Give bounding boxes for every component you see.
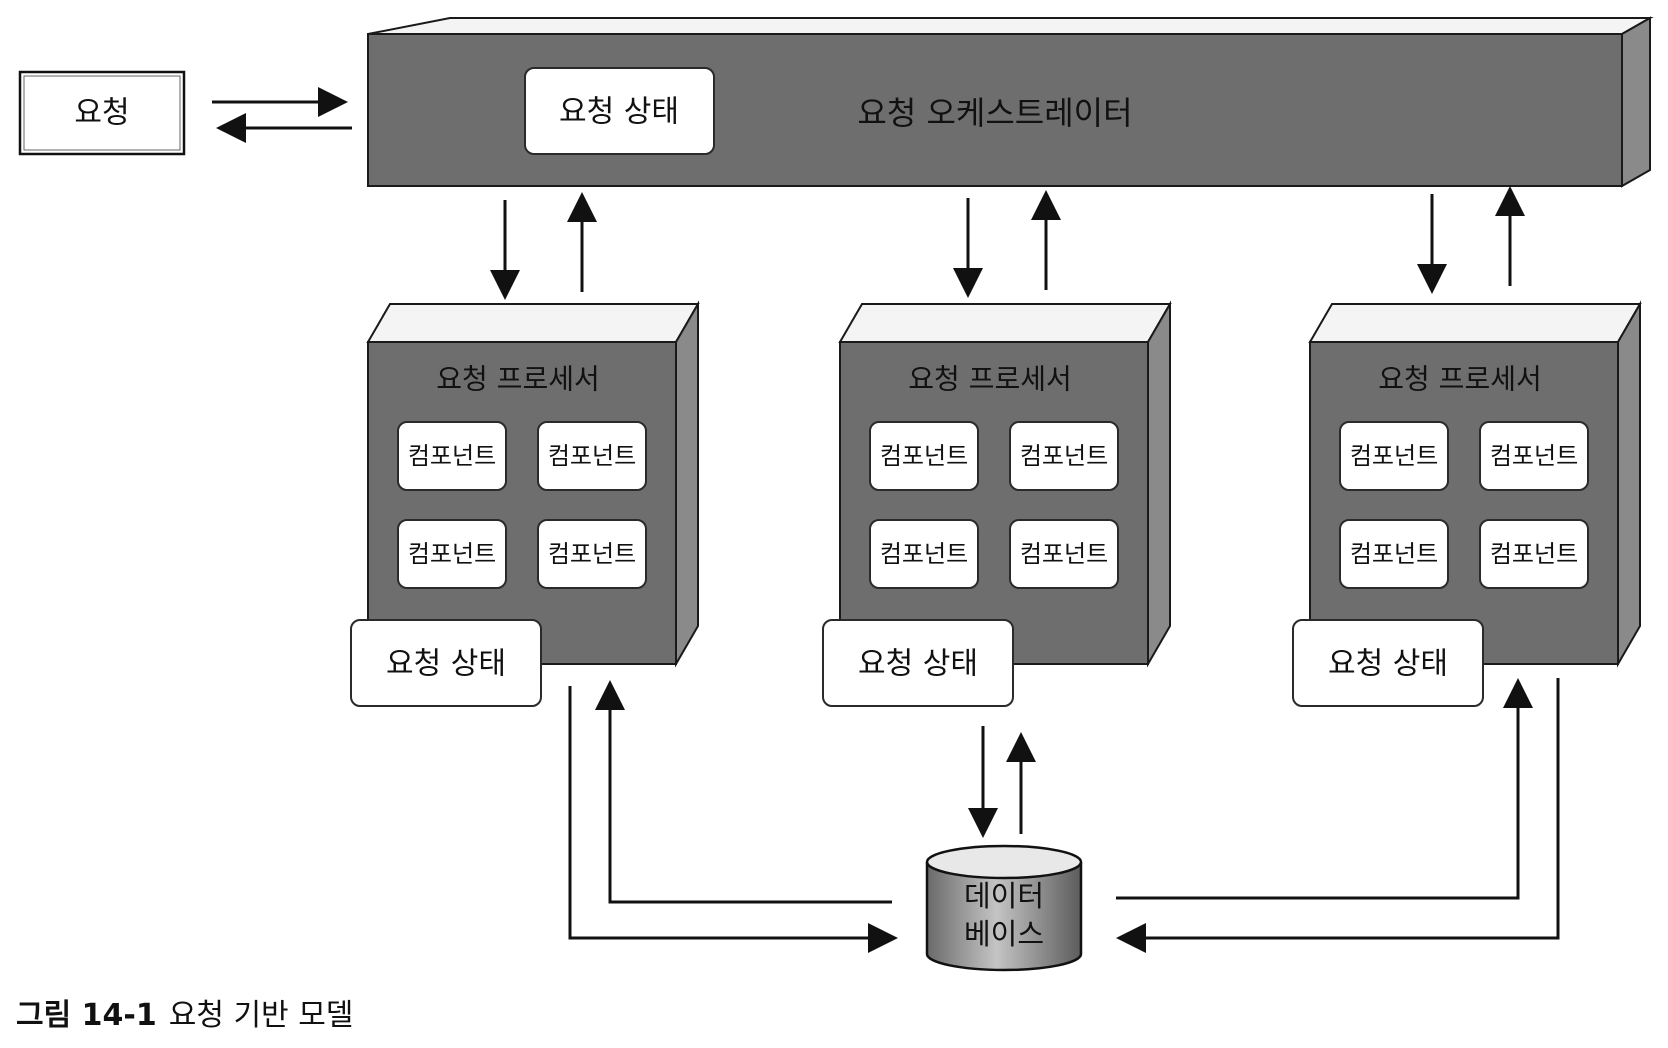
- orchestrator-top-face: [367, 17, 1654, 35]
- component-label: 컴포넌트: [880, 540, 968, 568]
- database-label-line2: 베이스: [964, 917, 1044, 951]
- database-top: [925, 844, 1083, 880]
- database-bottom: [925, 953, 1083, 972]
- processor-front-face: [367, 341, 677, 665]
- component-box: [397, 519, 507, 589]
- orchestrator-state-label: 요청 상태: [559, 95, 679, 130]
- request-box: 요청: [18, 70, 186, 156]
- component-label: 컴포넌트: [1020, 540, 1108, 568]
- processor-front-face: [839, 341, 1149, 665]
- database: 데이터 베이스: [925, 844, 1083, 972]
- component-box: [1339, 519, 1449, 589]
- processor-title: 요청 프로세서: [436, 363, 599, 396]
- component-label: 컴포넌트: [1350, 540, 1438, 568]
- processor-title: 요청 프로세서: [908, 363, 1071, 396]
- processor-top-face: [366, 303, 700, 343]
- arrow-db-to-proc-1: [595, 680, 892, 904]
- orchestrator-side-face: [1621, 16, 1651, 188]
- orchestrator-label: 요청 오케스트레이터: [857, 94, 1132, 132]
- figure-number: 그림 14-1: [16, 998, 157, 1033]
- orchestrator-state-box: [524, 67, 715, 155]
- processor-state-label: 요청 상태: [858, 647, 978, 682]
- component-label: 컴포넌트: [1490, 540, 1578, 568]
- component-label: 컴포넌트: [1350, 442, 1438, 470]
- processor-side-face: [1147, 300, 1171, 668]
- component-box: [869, 421, 979, 491]
- component-label: 컴포넌트: [1490, 442, 1578, 470]
- figure-caption: 그림 14-1 요청 기반 모델: [16, 990, 354, 1033]
- arrow-proc-1-to-db: [568, 686, 898, 953]
- component-box: [537, 519, 647, 589]
- component-label: 컴포넌트: [408, 442, 496, 470]
- component-label: 컴포넌트: [408, 540, 496, 568]
- processor-state-box: [1292, 619, 1484, 707]
- processor-side-face: [1617, 300, 1641, 668]
- component-box: [1009, 519, 1119, 589]
- component-box: [1479, 421, 1589, 491]
- arrow-proc-3-to-db: [1116, 678, 1560, 953]
- component-box: [1009, 421, 1119, 491]
- processor-side-face: [675, 300, 699, 668]
- orchestrator: 요청 상태 요청 오케스트레이터: [367, 16, 1654, 188]
- processor-top-face: [1308, 303, 1642, 343]
- processor-title: 요청 프로세서: [1378, 363, 1541, 396]
- database-label-line1: 데이터: [964, 879, 1044, 913]
- component-box: [869, 519, 979, 589]
- orchestrator-front-face: [367, 33, 1623, 187]
- processor-state-box: [822, 619, 1014, 707]
- request-label: 요청: [74, 96, 129, 131]
- component-box: [397, 421, 507, 491]
- processor-front-face: [1309, 341, 1619, 665]
- request-box-inner-frame: [23, 75, 181, 151]
- request-box-frame: [18, 70, 186, 156]
- component-label: 컴포넌트: [548, 540, 636, 568]
- component-box: [1479, 519, 1589, 589]
- component-box: [1339, 421, 1449, 491]
- component-label: 컴포넌트: [1020, 442, 1108, 470]
- component-label: 컴포넌트: [880, 442, 968, 470]
- component-box: [537, 421, 647, 491]
- component-label: 컴포넌트: [548, 442, 636, 470]
- processor-state-label: 요청 상태: [1328, 647, 1448, 682]
- figure-title: 요청 기반 모델: [168, 998, 354, 1033]
- arrow-db-to-proc-3: [1116, 678, 1533, 900]
- processor-state-label: 요청 상태: [386, 647, 506, 682]
- processor-state-box: [350, 619, 542, 707]
- processor-top-face: [838, 303, 1172, 343]
